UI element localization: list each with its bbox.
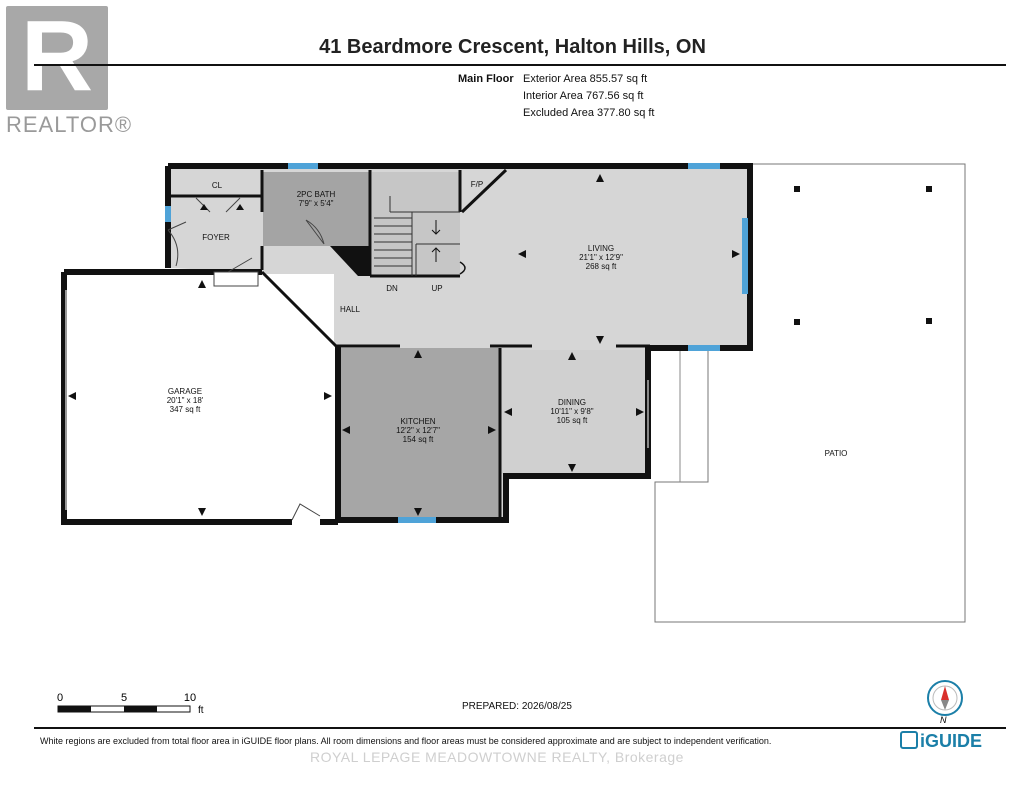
- bath-wedge: [330, 246, 369, 276]
- kitchen-area: 154 sq ft: [403, 435, 434, 444]
- dimension-markers: [68, 174, 740, 516]
- bath-dims: 7'9" x 5'4": [299, 199, 334, 208]
- patio-post: [794, 186, 800, 192]
- dining-area: 105 sq ft: [557, 416, 588, 425]
- stair-newel: [459, 261, 466, 275]
- stair-up-arrow-icon: [431, 247, 441, 262]
- dining-dims: 10'11" x 9'8": [550, 407, 593, 416]
- stairs-up-label: UP: [431, 284, 442, 293]
- disclaimer-text: White regions are excluded from total fl…: [40, 736, 772, 746]
- interior-walls: [170, 168, 650, 520]
- dining-name: DINING: [558, 398, 586, 407]
- dining-fill: [500, 350, 645, 474]
- living-name: LIVING: [588, 244, 614, 253]
- iguide-mark-icon: [900, 731, 918, 749]
- scale-tick-0: 0: [57, 692, 63, 704]
- kitchen-name: KITCHEN: [400, 417, 435, 426]
- compass-label: N: [940, 715, 947, 725]
- stair-treads: [374, 196, 460, 276]
- garage-fill: [66, 274, 334, 518]
- living-area: 268 sq ft: [586, 262, 617, 271]
- brokerage-watermark: ROYAL LEPAGE MEADOWTOWNE REALTY, Brokera…: [310, 749, 684, 765]
- stairs-down-label: DN: [386, 284, 398, 293]
- iguide-wordmark: iGUIDE: [920, 731, 983, 751]
- room-labels: CL 2PC BATH 7'9" x 5'4" FOYER F/P LIVING…: [167, 180, 848, 458]
- scale-tick-5: 5: [121, 692, 127, 704]
- garage-dims: 20'1" x 18': [167, 396, 204, 405]
- patio-post: [926, 186, 932, 192]
- iguide-logo: iGUIDE: [900, 731, 982, 752]
- excluded-area: Excluded Area 377.80 sq ft: [523, 107, 655, 119]
- compass-icon: N: [927, 680, 963, 725]
- scale-unit: ft: [198, 705, 204, 716]
- living-dims: 21'1" x 12'9": [579, 253, 623, 262]
- top-divider: [34, 64, 1006, 66]
- windows: [165, 163, 748, 523]
- kitchen-dims: 12'2" x 12'7": [396, 426, 440, 435]
- scale-bar: 0 5 10 ft: [57, 692, 204, 716]
- patio-label: PATIO: [825, 449, 848, 458]
- exterior-area: Exterior Area 855.57 sq ft: [523, 73, 648, 85]
- realtor-logo-icon: R: [20, 0, 94, 112]
- bottom-divider: [34, 727, 1006, 729]
- patio-post: [794, 319, 800, 325]
- doors: [65, 197, 649, 521]
- patio-post: [926, 318, 932, 324]
- closet-label: CL: [212, 181, 223, 190]
- garage-name: GARAGE: [168, 387, 202, 396]
- bath-name: 2PC BATH: [297, 190, 336, 199]
- hall-label: HALL: [340, 305, 361, 314]
- garage-area: 347 sq ft: [170, 405, 201, 414]
- bath-fill: [263, 172, 369, 246]
- fireplace-label: F/P: [471, 180, 483, 189]
- interior-area: Interior Area 767.56 sq ft: [523, 90, 644, 102]
- foyer-label: FOYER: [202, 233, 230, 242]
- realtor-logo-box: [6, 6, 108, 110]
- kitchen-fill: [338, 348, 500, 518]
- stair-down-arrow-icon: [431, 220, 441, 235]
- realtor-wordmark: REALTOR®: [6, 112, 133, 137]
- prepared-date: PREPARED: 2026/08/25: [462, 701, 572, 712]
- floor-name: Main Floor: [458, 73, 514, 85]
- page-title: 41 Beardmore Crescent, Halton Hills, ON: [319, 36, 706, 58]
- scale-tick-10: 10: [184, 692, 196, 704]
